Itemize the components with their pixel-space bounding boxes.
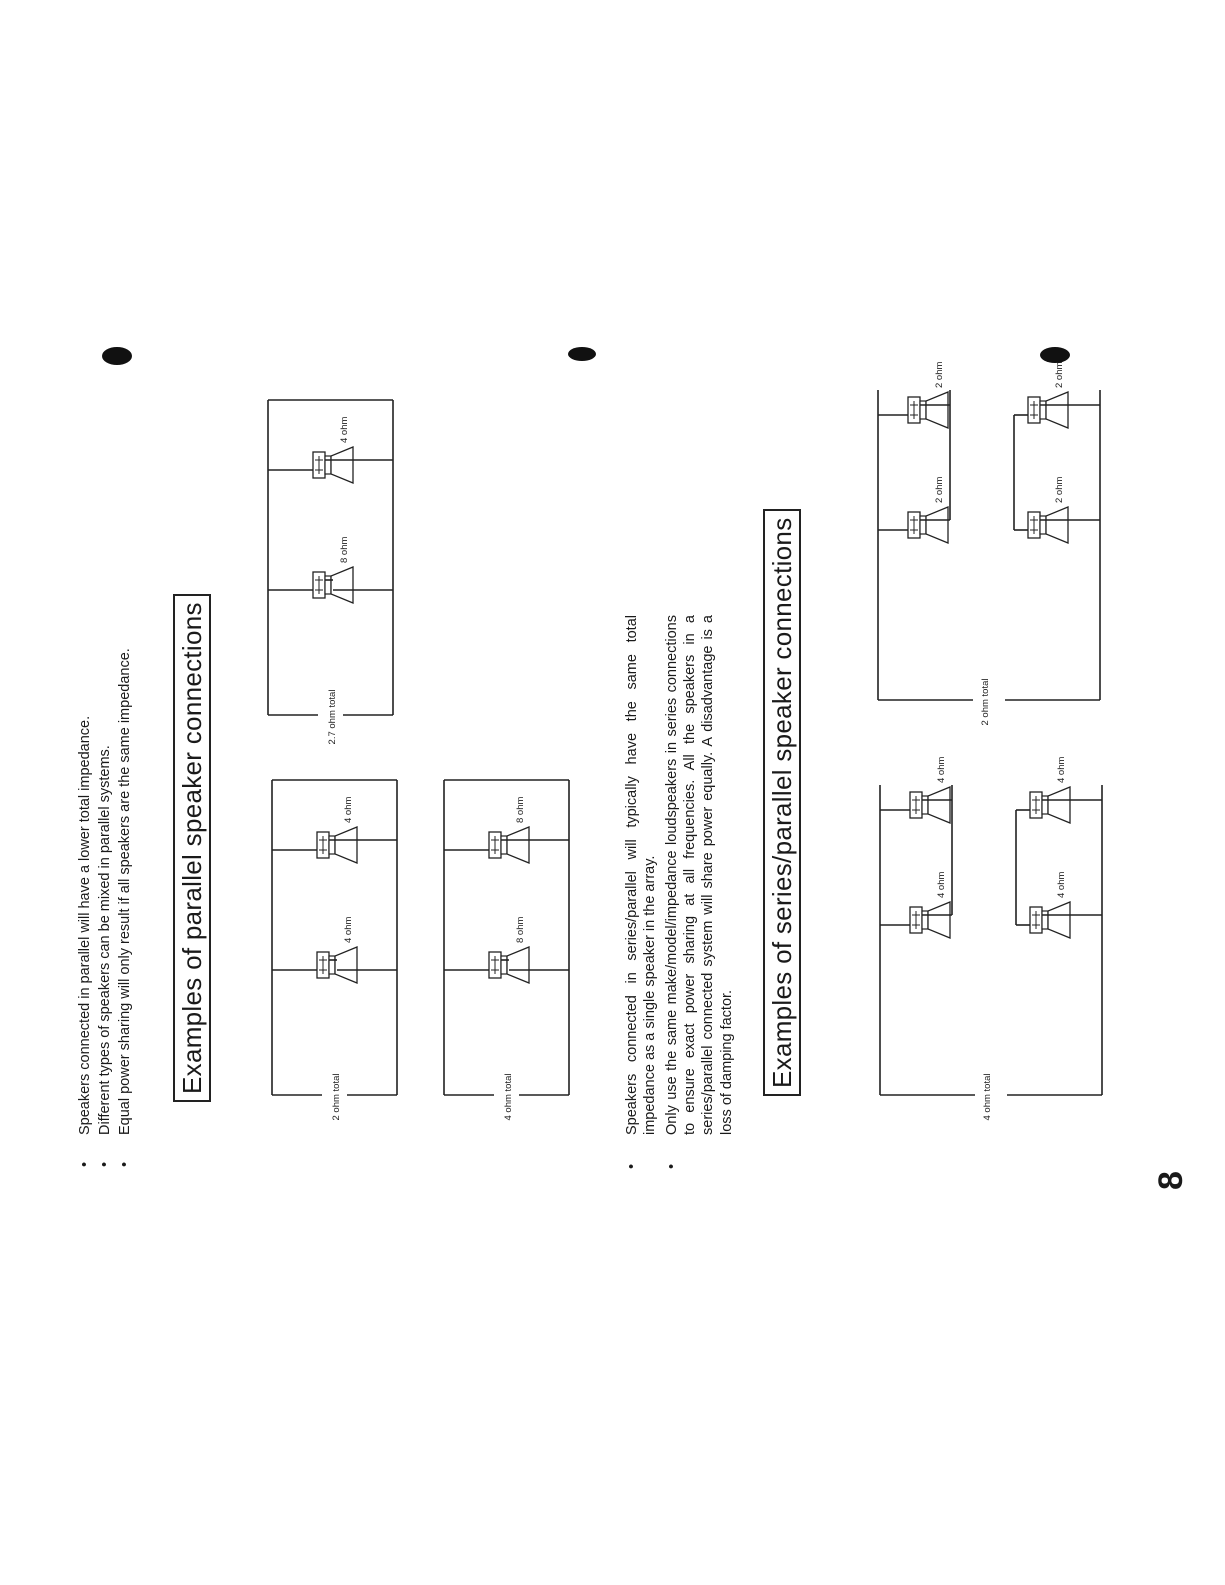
total-impedance-label: 4 ohm total	[982, 1074, 993, 1121]
total-impedance-label: 4 ohm total	[503, 1074, 514, 1121]
speaker-symbol: 4 ohm	[909, 872, 951, 939]
speaker-symbol: 8 ohm	[488, 917, 530, 984]
speaker-symbol: 2 ohm	[1027, 362, 1069, 429]
speaker-impedance-label: 2 ohm	[1054, 477, 1065, 503]
speaker-impedance-label: 8 ohm	[339, 537, 350, 563]
speaker-symbol: 4 ohm	[316, 797, 358, 864]
hole-punch-mark	[568, 347, 596, 361]
speaker-impedance-label: 4 ohm	[936, 872, 947, 898]
speaker-symbol: 4 ohm	[316, 917, 358, 984]
total-impedance-label: 2 ohm total	[331, 1074, 342, 1121]
speaker-impedance-label: 4 ohm	[343, 917, 354, 943]
speaker-impedance-label: 2 ohm	[934, 477, 945, 503]
speaker-impedance-label: 8 ohm	[515, 917, 526, 943]
speaker-symbol: 4 ohm	[1029, 872, 1071, 939]
speaker-symbol: 4 ohm	[312, 417, 354, 484]
speaker-symbol: 2 ohm	[1027, 477, 1069, 544]
total-impedance-label: 2 ohm total	[980, 679, 991, 726]
speaker-symbol: 2 ohm	[907, 477, 949, 544]
speaker-symbol: 4 ohm	[1029, 757, 1071, 824]
speaker-symbol: 8 ohm	[488, 797, 530, 864]
speaker-impedance-label: 8 ohm	[515, 797, 526, 823]
speaker-impedance-label: 4 ohm	[1056, 757, 1067, 783]
speaker-symbol: 4 ohm	[909, 757, 951, 824]
hole-punch-mark	[102, 347, 132, 365]
total-impedance-label: 2.7 ohm total	[327, 690, 338, 745]
speaker-impedance-label: 4 ohm	[1056, 872, 1067, 898]
speaker-impedance-label: 4 ohm	[339, 417, 350, 443]
speaker-impedance-label: 2 ohm	[1054, 362, 1065, 388]
speaker-impedance-label: 4 ohm	[343, 797, 354, 823]
speaker-symbol: 2 ohm	[907, 362, 949, 429]
speaker-impedance-label: 2 ohm	[934, 362, 945, 388]
hole-punch-mark	[1040, 347, 1070, 363]
speaker-impedance-label: 4 ohm	[936, 757, 947, 783]
speaker-symbol: 8 ohm	[312, 537, 354, 604]
